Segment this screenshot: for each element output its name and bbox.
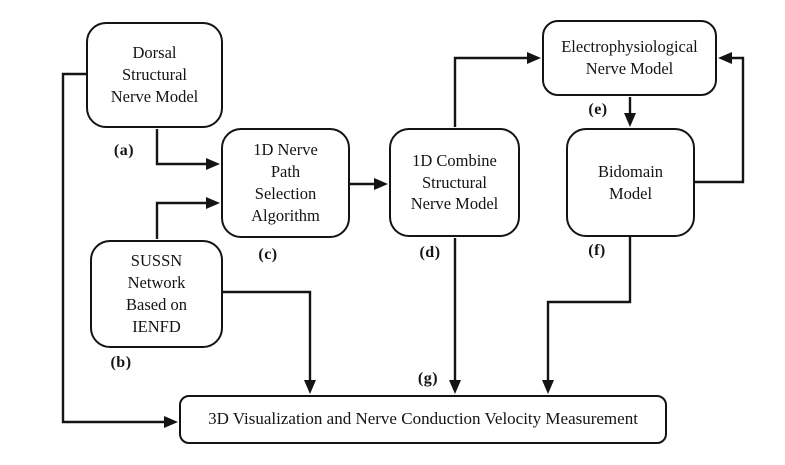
node-1d-nerve-path-selection-algorithm: 1D Nerve Path Selection Algorithm	[221, 128, 350, 238]
node-3d-visualization-ncv-measurement: 3D Visualization and Nerve Conduction Ve…	[179, 395, 667, 444]
node-tag-g: (g)	[417, 370, 439, 387]
node-tag-a: (a)	[113, 142, 135, 159]
node-tag-f: (f)	[588, 242, 606, 259]
connector-f-to-e-feedback	[695, 52, 745, 184]
connector-d-to-e	[453, 52, 541, 127]
node-label: 1D Nerve Path Selection Algorithm	[251, 140, 320, 225]
node-tag-c: (c)	[258, 246, 278, 263]
node-label: SUSSN Network Based on IENFD	[126, 251, 187, 336]
node-label: Dorsal Structural Nerve Model	[110, 43, 199, 106]
node-electrophysiological-nerve-model: Electrophysiological Nerve Model	[542, 20, 717, 96]
node-tag-d: (d)	[419, 244, 441, 261]
connector-b-to-c	[155, 197, 220, 239]
node-tag-b: (b)	[110, 354, 132, 371]
node-sussn-network-ienfd: SUSSN Network Based on IENFD	[90, 240, 223, 348]
connector-f-to-g	[542, 237, 632, 394]
connector-b-to-g	[223, 290, 316, 394]
connector-a-to-c	[155, 129, 220, 170]
node-bidomain-model: Bidomain Model	[566, 128, 695, 237]
node-1d-combine-structural-nerve-model: 1D Combine Structural Nerve Model	[389, 128, 520, 237]
node-label: Electrophysiological Nerve Model	[561, 37, 698, 78]
node-label: 1D Combine Structural Nerve Model	[410, 150, 499, 214]
node-dorsal-structural-nerve-model: Dorsal Structural Nerve Model	[86, 22, 223, 128]
node-tag-e: (e)	[588, 101, 608, 118]
node-label: Bidomain Model	[597, 161, 664, 203]
connector-a-to-g	[61, 72, 178, 428]
node-label: 3D Visualization and Nerve Conduction Ve…	[208, 409, 638, 429]
